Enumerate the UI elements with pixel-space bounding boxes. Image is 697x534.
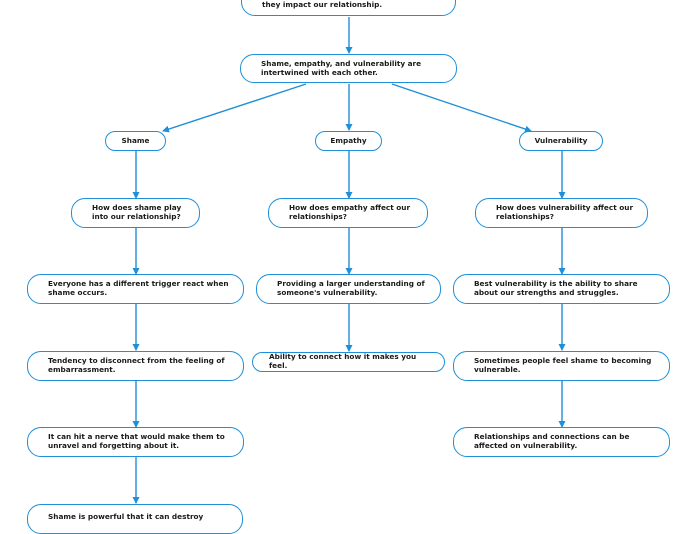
node-shame: Shame xyxy=(105,131,166,151)
node-vulnerability-item-2-text: Sometimes people feel shame to becoming … xyxy=(474,356,652,374)
node-vulnerability-question: How does vulnerability affect our relati… xyxy=(475,198,648,228)
node-empathy-item-1: Providing a larger understanding of some… xyxy=(256,274,441,304)
node-empathy-item-1-text: Providing a larger understanding of some… xyxy=(277,279,425,297)
node-shame-item-2-text: Tendency to disconnect from the feeling … xyxy=(48,356,225,374)
node-shame-question: How does shame play into our relationshi… xyxy=(71,198,200,228)
node-shame-item-2: Tendency to disconnect from the feeling … xyxy=(27,351,244,381)
node-empathy: Empathy xyxy=(315,131,382,151)
node-shame-item-3: It can hit a nerve that would make them … xyxy=(27,427,244,457)
node-empathy-item-2-text: Ability to connect how it makes you feel… xyxy=(269,352,417,370)
node-shame-item-1-text: Everyone has a different trigger react w… xyxy=(48,279,229,297)
node-shame-item-1: Everyone has a different trigger react w… xyxy=(27,274,244,304)
node-vulnerability-item-3-text: Relationships and connections can be aff… xyxy=(474,432,630,450)
node-top-partial: they impact our relationship. xyxy=(241,0,456,16)
node-empathy-text: Empathy xyxy=(330,135,367,145)
node-vulnerability: Vulnerability xyxy=(519,131,603,151)
node-empathy-question: How does empathy affect our relationship… xyxy=(268,198,428,228)
node-shame-item-4: Shame is powerful that it can destroy xyxy=(27,504,243,534)
node-vulnerability-item-1: Best vulnerability is the ability to sha… xyxy=(453,274,670,304)
node-root: Shame, empathy, and vulnerability are in… xyxy=(240,54,457,83)
node-root-text: Shame, empathy, and vulnerability are in… xyxy=(261,58,422,77)
node-shame-text: Shame xyxy=(121,135,150,145)
node-top-partial-text: they impact our relationship. xyxy=(262,0,383,10)
node-empathy-question-text: How does empathy affect our relationship… xyxy=(289,203,411,221)
arrow-root-to-shame xyxy=(162,83,307,133)
node-shame-item-3-text: It can hit a nerve that would make them … xyxy=(48,432,225,450)
node-shame-item-4-text: Shame is powerful that it can destroy xyxy=(48,512,204,521)
connector-layer xyxy=(132,17,566,504)
node-vulnerability-question-text: How does vulnerability affect our relati… xyxy=(496,203,634,221)
node-vulnerability-text: Vulnerability xyxy=(534,135,588,145)
node-vulnerability-item-2: Sometimes people feel shame to becoming … xyxy=(453,351,670,381)
node-vulnerability-item-3: Relationships and connections can be aff… xyxy=(453,427,670,457)
node-vulnerability-item-1-text: Best vulnerability is the ability to sha… xyxy=(474,279,638,297)
node-empathy-item-2: Ability to connect how it makes you feel… xyxy=(252,352,445,372)
node-shame-question-text: How does shame play into our relationshi… xyxy=(92,203,182,221)
arrow-root-to-vulnerability xyxy=(391,83,532,133)
